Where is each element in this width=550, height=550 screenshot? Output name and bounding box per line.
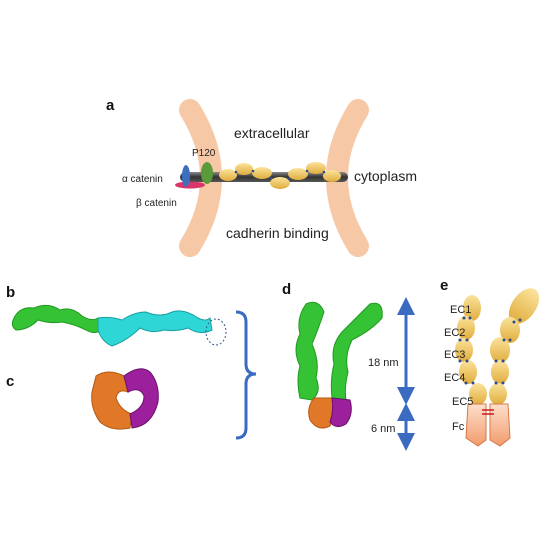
panel-a: a extracellular cytoplasm cadheri — [106, 97, 417, 257]
bracket — [235, 310, 257, 440]
ec-chain-e-right — [489, 288, 540, 405]
fc-left — [465, 403, 487, 447]
cytoplasm-label: cytoplasm — [354, 168, 417, 184]
cadherin-binding-label: cadherin binding — [226, 225, 329, 241]
ec2-label: EC2 — [444, 327, 465, 339]
beta-catenin-shape — [175, 181, 205, 189]
length-6nm-label: 6 nm — [371, 423, 395, 435]
alpha-catenin-label: α catenin — [122, 174, 163, 185]
cyan-protein-b — [97, 310, 213, 347]
fc-right — [489, 403, 511, 447]
panel-b-letter: b — [6, 284, 15, 301]
dashed-loop-b — [205, 318, 227, 346]
purple-protein-d — [329, 397, 352, 428]
ec5-label: EC5 — [452, 396, 473, 408]
ec-chain-a — [219, 162, 341, 189]
panel-c: c — [6, 368, 159, 430]
panel-e: e — [440, 277, 540, 447]
ec-chain-e-left — [455, 295, 487, 405]
p120-shape — [201, 162, 213, 184]
panel-e-letter: e — [440, 277, 448, 294]
purple-protein-c — [123, 368, 159, 429]
green-protein-d1 — [295, 301, 325, 401]
panel-b: b — [6, 284, 227, 347]
ec3-label: EC3 — [444, 349, 465, 361]
calcium-dots — [458, 316, 522, 385]
panel-d: d 18 nm 6 nm — [282, 281, 415, 451]
green-protein-d2 — [330, 302, 383, 401]
length-18nm-label: 18 nm — [368, 357, 399, 369]
p120-label: P120 — [192, 148, 216, 159]
ec1-label: EC1 — [450, 304, 471, 316]
panel-d-letter: d — [282, 281, 291, 298]
beta-catenin-label: β catenin — [136, 198, 177, 209]
orange-protein-d — [308, 397, 335, 429]
panel-c-letter: c — [6, 373, 14, 390]
orange-protein-c — [91, 371, 133, 430]
green-protein-b — [11, 304, 105, 334]
extracellular-label: extracellular — [234, 125, 310, 141]
alpha-catenin-shape — [182, 165, 190, 187]
fc-label: Fc — [452, 421, 465, 433]
panel-a-letter: a — [106, 97, 115, 114]
ec4-label: EC4 — [444, 372, 465, 384]
